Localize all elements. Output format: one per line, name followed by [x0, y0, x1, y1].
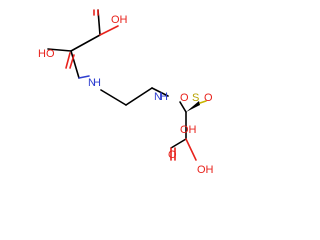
bond-carbonyl-left: [65, 52, 71, 69]
sulfonyl-o-right-label: O: [204, 92, 213, 104]
bond-acid-bottom-oh: [185, 138, 197, 161]
left-acid-ho-label: HO: [38, 48, 55, 60]
bond-cooh-left: [47, 48, 72, 52]
sulfonic-oh-label: OH: [180, 124, 197, 136]
bond-n-ch2-left: [100, 89, 127, 106]
stereo-wedge-right: [186, 101, 200, 112]
amine-right-n-label: N: [154, 91, 162, 103]
bottom-acid-oh-label: OH: [197, 164, 214, 176]
amine-right-h-label: H: [160, 91, 168, 103]
bond-ethylene: [125, 87, 153, 106]
amine-left-n-label: N: [88, 77, 96, 89]
bond-ch2-top: [70, 34, 101, 52]
amine-left-h-label: H: [93, 77, 101, 89]
bond-ch2-cooh-right: [170, 138, 187, 149]
structural-formula: OH HO N H N H O S O OH OH O: [38, 9, 214, 176]
bond-alpha-s: [199, 100, 207, 104]
bond-ch2-n-right: [151, 87, 169, 97]
bond-n-right-alpha: [179, 101, 187, 113]
sulfur-label: S: [192, 92, 199, 104]
bond-acid-top-oh: [99, 25, 119, 36]
bond-carbonyl-left-2: [69, 54, 75, 69]
bottom-acid-o-label: O: [168, 149, 177, 161]
bond-alpha-left: [70, 50, 80, 79]
bond-alpha-amine-left: [78, 75, 90, 79]
top-acid-oh-label: OH: [111, 14, 128, 26]
sulfonyl-o-left-label: O: [180, 92, 189, 104]
